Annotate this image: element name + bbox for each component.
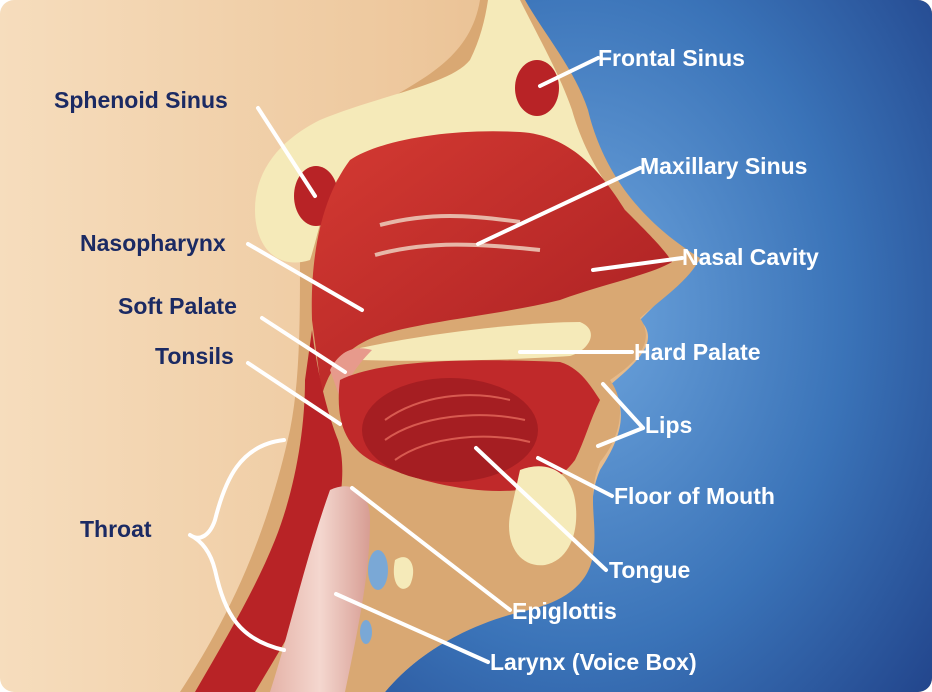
label-floor-of-mouth: Floor of Mouth (614, 483, 775, 509)
frontal-sinus-shape (515, 60, 559, 116)
label-throat: Throat (80, 516, 152, 542)
label-tongue: Tongue (609, 557, 690, 583)
cartilage-blue-2 (360, 620, 372, 644)
label-frontal-sinus: Frontal Sinus (598, 45, 745, 71)
label-maxillary-sinus: Maxillary Sinus (640, 153, 807, 179)
label-sphenoid-sinus: Sphenoid Sinus (54, 87, 228, 113)
cartilage-blue-1 (368, 550, 388, 590)
label-hard-palate: Hard Palate (634, 339, 761, 365)
label-soft-palate: Soft Palate (118, 293, 237, 319)
label-epiglottis: Epiglottis (512, 598, 617, 624)
label-nasal-cavity: Nasal Cavity (682, 244, 819, 270)
label-larynx: Larynx (Voice Box) (490, 649, 697, 675)
label-nasopharynx: Nasopharynx (80, 230, 226, 256)
jaw-bone (509, 466, 576, 565)
tongue-shape (362, 378, 538, 482)
label-lips: Lips (645, 412, 692, 438)
hyoid-bone (394, 557, 413, 589)
label-tonsils: Tonsils (155, 343, 234, 369)
